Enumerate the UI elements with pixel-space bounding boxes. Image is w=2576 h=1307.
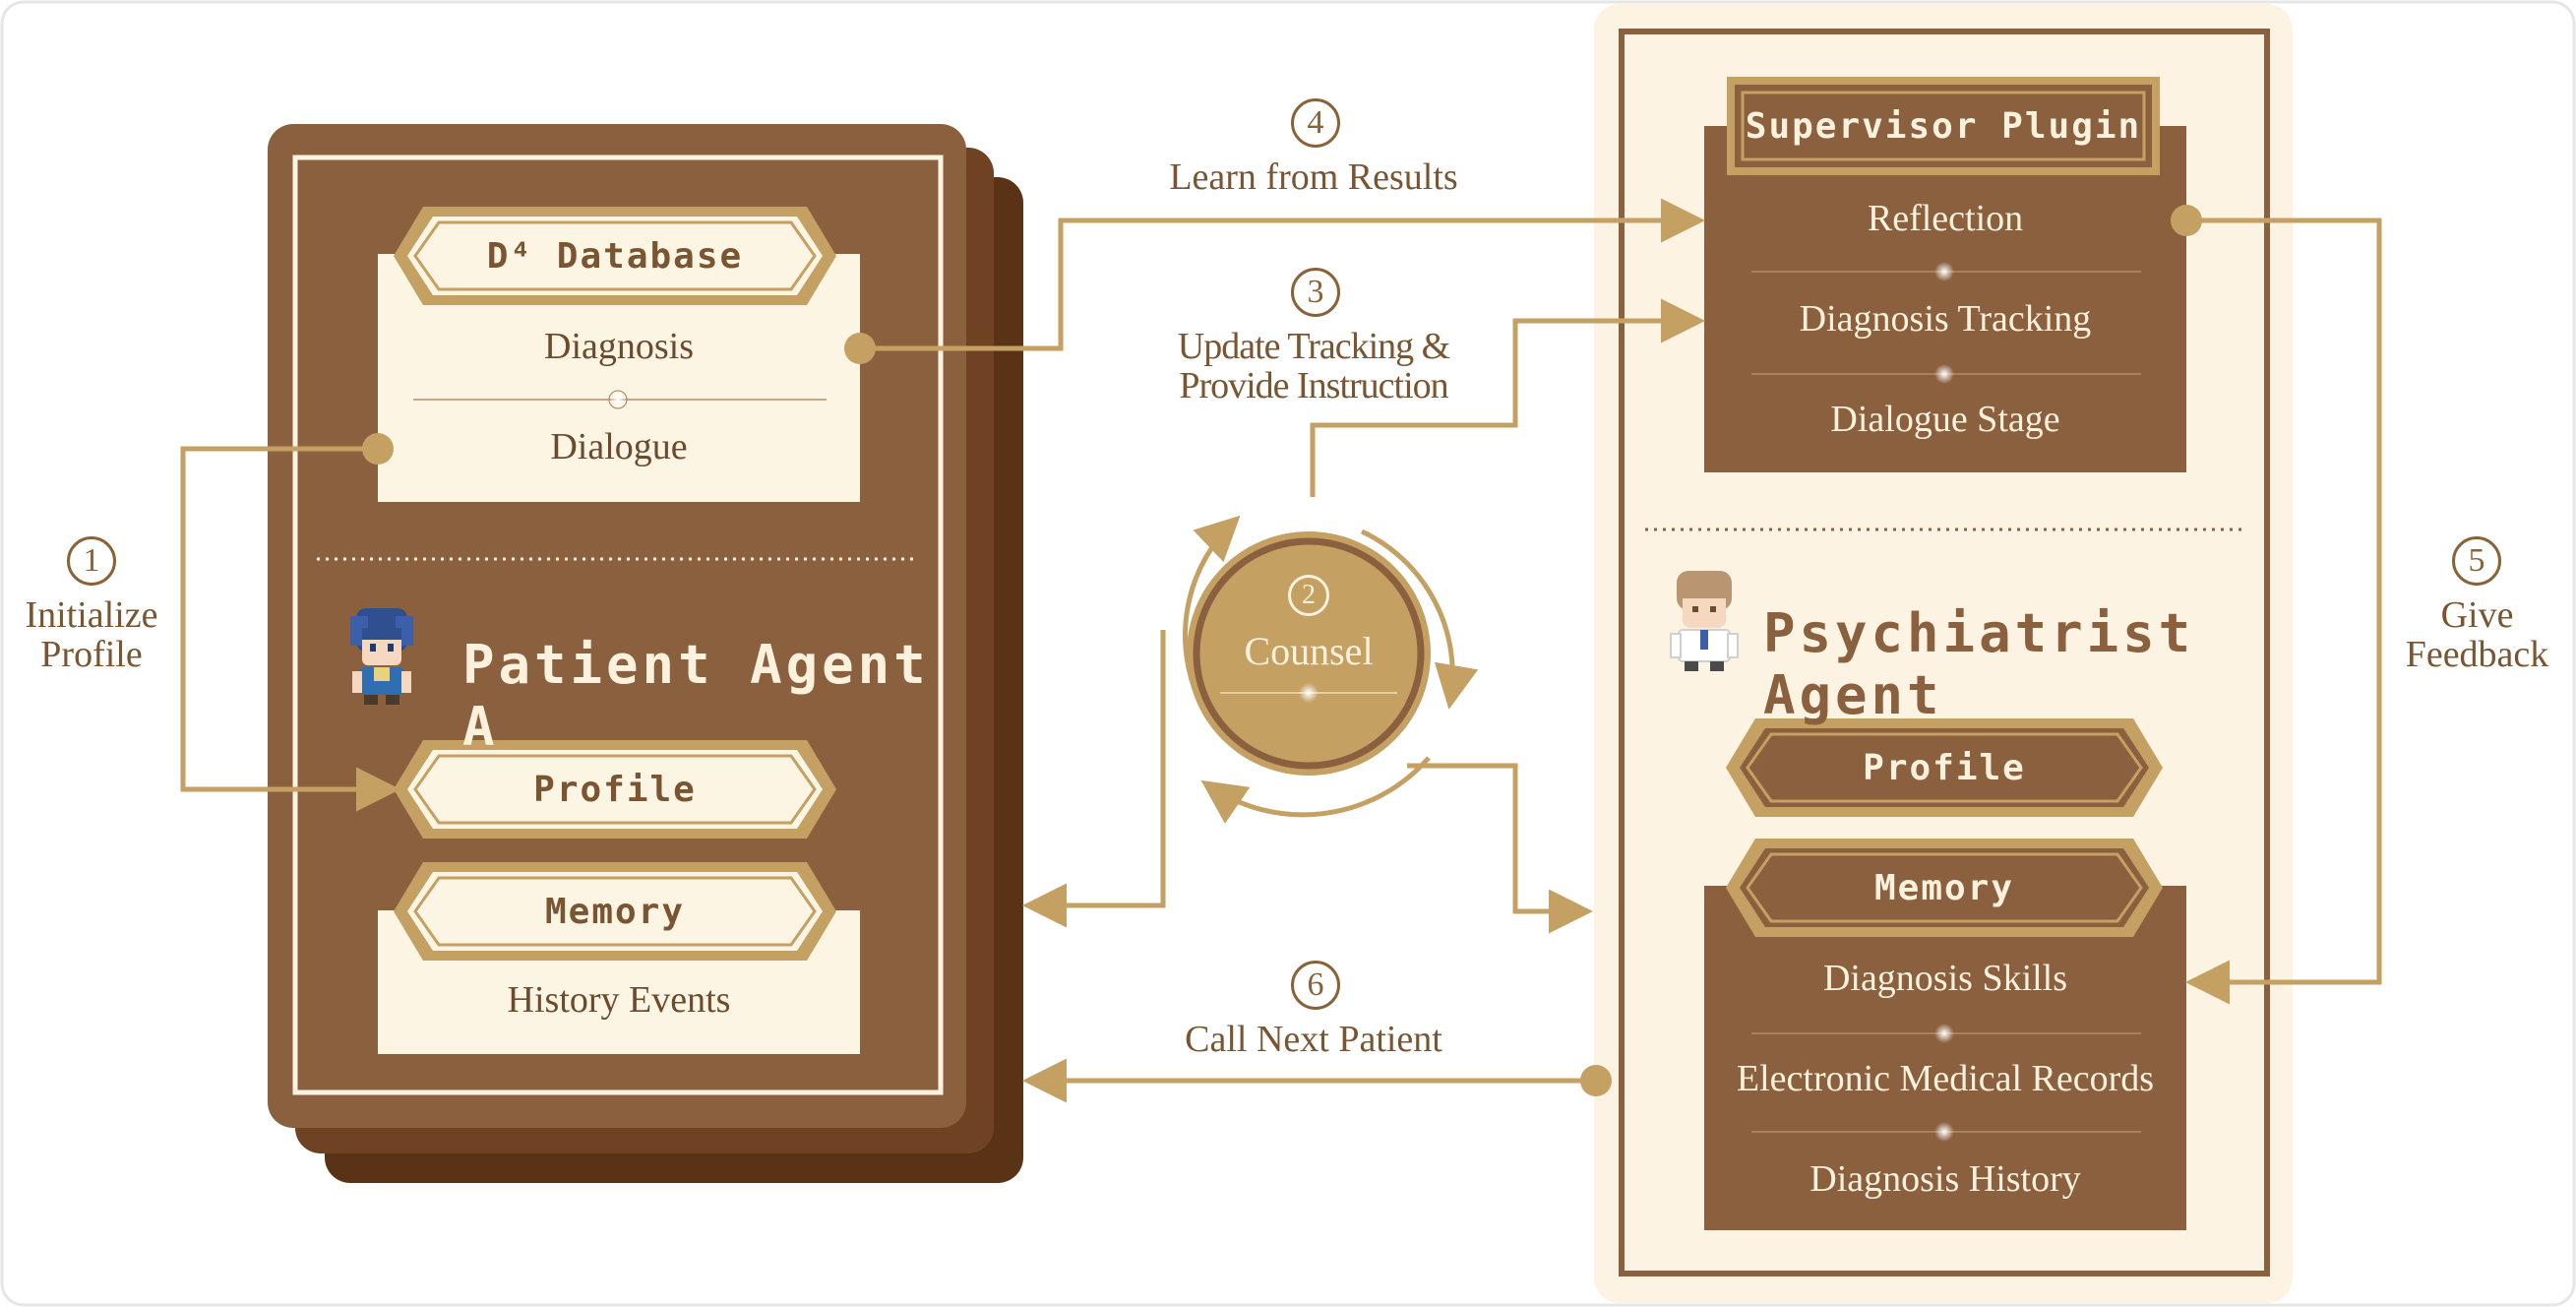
dot-psychiatrist (1580, 1065, 1612, 1096)
step-3-label-line2: Provide Instruction (1179, 365, 1448, 406)
arrow-counsel-patient (1022, 630, 1166, 928)
connectors (180, 198, 2382, 1103)
supervisor-item-reflection: Reflection (1867, 198, 2024, 239)
counsel-circle-outer (1187, 531, 1431, 776)
psychiatrist-profile-label: Profile (1863, 747, 2026, 788)
psychiatrist-agent-title: Psychiatrist Agent (1763, 602, 2195, 726)
step-1-label-line1: Initialize (25, 594, 158, 636)
step-5-label-line1: Give (2440, 594, 2514, 636)
database-title: D⁴ Database (486, 235, 744, 277)
psy-memory-divider-1-spark (1934, 1024, 1954, 1043)
step-1-label-line2: Profile (40, 634, 143, 675)
patient-character-icon (350, 608, 413, 705)
psychiatrist-panel-border (1619, 29, 2270, 1276)
step-5-label-line2: Feedback (2405, 634, 2549, 675)
supervisor-title: Supervisor Plugin (1745, 105, 2142, 147)
step-5-number: 5 (2452, 536, 2501, 586)
database-divider-spark (608, 390, 628, 409)
dot-reflection (2171, 205, 2202, 236)
psychiatrist-memory-label: Memory (1873, 867, 2015, 908)
psy-memory-diagnosis-history: Diagnosis History (1809, 1158, 2081, 1200)
supervisor-item-diagnosis-tracking: Diagnosis Tracking (1799, 298, 2092, 340)
supervisor-card (1704, 126, 2186, 472)
supervisor-divider-2-spark (1934, 364, 1954, 384)
patient-memory-label: Memory (544, 891, 686, 932)
psy-memory-divider-2-spark (1934, 1122, 1954, 1142)
patient-profile-label: Profile (533, 769, 697, 810)
step-1-number: 1 (67, 536, 116, 586)
step-1-label: Initialize Profile (0, 595, 183, 674)
dot-diagnosis (844, 333, 876, 364)
step-6-number: 6 (1291, 961, 1340, 1010)
step-3-number: 3 (1291, 268, 1340, 317)
psy-memory-diagnosis-skills: Diagnosis Skills (1822, 958, 2068, 999)
supervisor-item-dialogue-stage: Dialogue Stage (1830, 399, 2060, 440)
counsel-divider-spark (1299, 683, 1319, 703)
counsel-cycle-arrow-right (1360, 529, 1479, 710)
patient-inner-border (292, 155, 944, 1095)
step-5-label: Give Feedback (2381, 595, 2573, 674)
step-4-label: Learn from Results (1169, 156, 1458, 198)
db-item-diagnosis: Diagnosis (544, 326, 694, 367)
pill-shapes (394, 77, 2163, 961)
arrow-initialize-profile (180, 446, 400, 812)
arrow-give-feedback (2185, 218, 2382, 1005)
arrow-counsel-psychiatrist (1407, 763, 1593, 934)
step-3-label: Update Tracking & Provide Instruction (1102, 327, 1525, 405)
arrow-learn-results (860, 198, 1705, 351)
counsel-cycle-arrow-bottom (1200, 756, 1431, 824)
step-2-number: 2 (1288, 575, 1329, 616)
dot-dialogue (362, 433, 394, 465)
psychiatrist-memory-card (1704, 886, 2186, 1230)
step-3-label-line1: Update Tracking & (1177, 326, 1450, 367)
step-2-label: Counsel (1244, 629, 1374, 673)
supervisor-divider-1-spark (1934, 262, 1954, 281)
patient-agent-title: Patient Agent A (462, 634, 930, 758)
arrow-update-tracking (1310, 298, 1705, 497)
db-item-dialogue: Dialogue (550, 426, 688, 467)
counsel-circle-ring (1193, 537, 1425, 770)
patient-memory-history-events: History Events (507, 979, 731, 1021)
step-4-number: 4 (1291, 98, 1340, 148)
psy-memory-emr: Electronic Medical Records (1736, 1058, 2155, 1099)
psychiatrist-character-icon (1670, 571, 1739, 671)
step-6-label: Call Next Patient (1185, 1019, 1442, 1060)
